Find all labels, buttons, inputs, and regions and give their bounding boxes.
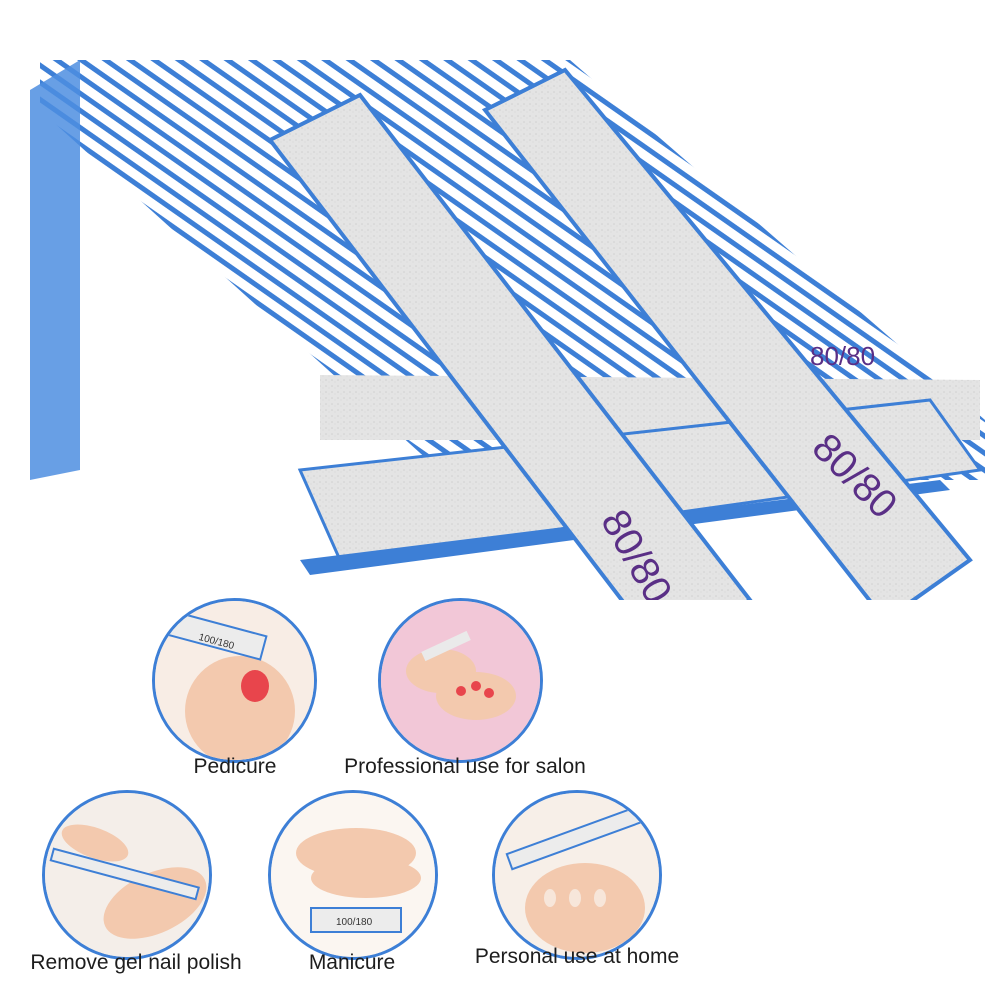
nail-file-stack-image: 80/80 80/80 80/80 <box>30 60 985 600</box>
use-label: Personal use at home <box>474 945 680 968</box>
manicure-image: 100/180 <box>268 790 438 960</box>
use-label: Pedicure <box>193 755 277 778</box>
remove-gel-image <box>42 790 212 960</box>
personal-image <box>492 790 662 960</box>
grit-label-stack: 80/80 <box>810 341 875 371</box>
pedicure-image: 100/180 <box>152 598 317 763</box>
small-file-label: 100/180 <box>336 917 373 928</box>
use-label: Remove gel nail polish <box>30 951 242 974</box>
file-left: 80/80 <box>266 92 753 600</box>
salon-image <box>378 598 543 763</box>
use-label: Professional use for salon <box>344 755 586 778</box>
use-label: Manicure <box>308 951 396 974</box>
